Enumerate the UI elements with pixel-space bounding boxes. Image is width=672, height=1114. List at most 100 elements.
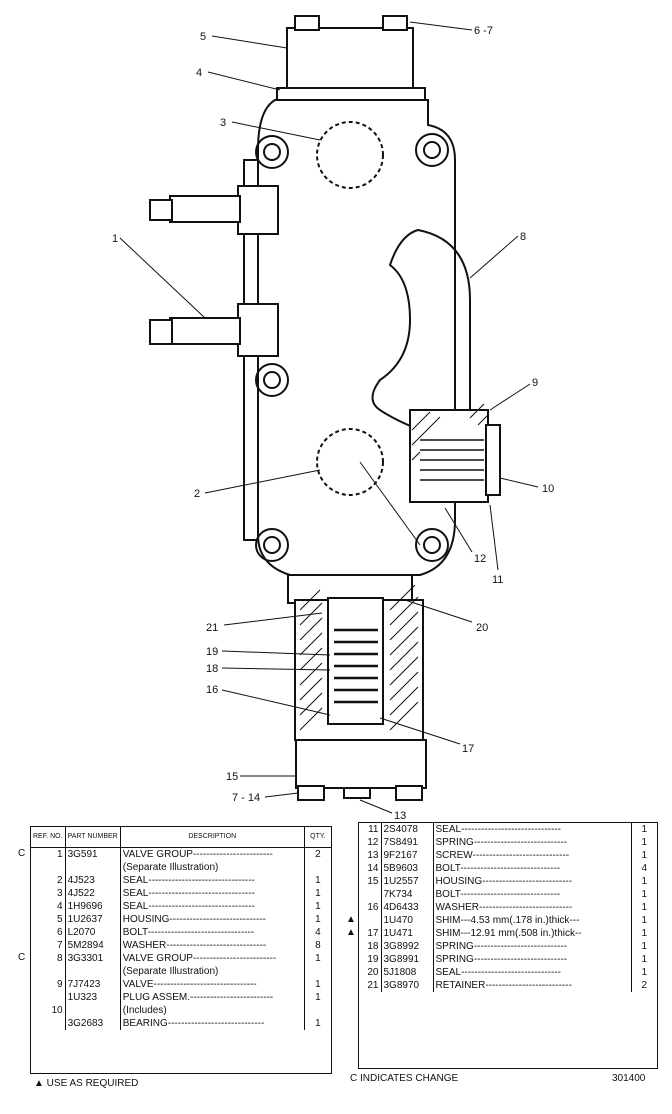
cell-ref: 17 — [359, 927, 382, 940]
cell-part: 4D6433 — [381, 901, 434, 914]
cell-ref: 4 — [31, 900, 66, 913]
callout-7-14: 7 - 14 — [232, 792, 260, 804]
valve-group-8 — [371, 228, 471, 431]
cell-ref — [31, 965, 66, 978]
cell-part: 1U2557 — [381, 875, 434, 888]
fitting-upper — [237, 185, 279, 235]
bottom-bolt-left — [297, 785, 325, 801]
cell-ref: 16 — [359, 901, 382, 914]
cell-part: 5B9603 — [381, 862, 434, 875]
cell-qty: 1 — [315, 901, 321, 912]
spring-bore — [327, 597, 384, 725]
right-table-frame — [358, 822, 658, 1069]
cell-part: 3G591 — [65, 847, 121, 861]
cell-ref: 21 — [359, 979, 382, 992]
cell-qty: 1 — [315, 953, 321, 964]
cell-desc: SEAL-------------------------------- — [120, 874, 305, 887]
boss-ml — [255, 363, 289, 397]
cell-qty: 1 — [315, 875, 321, 886]
cell-desc: SEAL-------------------------------- — [120, 887, 305, 900]
lower-housing-bottom — [295, 739, 427, 789]
cell-qty — [304, 861, 331, 874]
cell-desc: VALVE------------------------------- — [120, 978, 305, 991]
cell-part — [65, 965, 121, 978]
cell-ref — [359, 914, 382, 927]
cell-part: 1H9696 — [65, 900, 121, 913]
callout-10: 10 — [542, 483, 554, 495]
cell-ref: 18 — [359, 940, 382, 953]
callout-4: 4 — [196, 67, 202, 79]
note-indicates-change: C INDICATES CHANGE — [350, 1073, 459, 1084]
cell-ref — [31, 861, 66, 874]
callout-1: 1 — [112, 233, 118, 245]
callout-21: 21 — [206, 622, 218, 634]
cell-desc: SPRING---------------------------- — [433, 953, 632, 966]
cell-desc: VALVE GROUP------------------------- — [120, 952, 305, 965]
exploded-valve-diagram: 1 2 3 4 5 6 -7 8 9 10 11 12 21 20 19 18 … — [112, 15, 554, 822]
callout-11: 11 — [492, 574, 503, 586]
cell-desc: PLUG ASSEM.------------------------- — [120, 991, 305, 1004]
cell-ref: 19 — [359, 953, 382, 966]
cell-qty: 1 — [641, 876, 648, 887]
callout-2: 2 — [194, 488, 200, 500]
side-valve-body — [409, 409, 489, 503]
cell-desc: (Separate Illustration) — [120, 965, 305, 978]
cell-ref: 15 — [359, 875, 382, 888]
table-row: (Separate Illustration) — [31, 861, 331, 874]
side-valve-cap — [485, 424, 501, 496]
cell-desc: (Includes) — [120, 1004, 305, 1017]
cell-desc: HOUSING--------------------------- — [433, 875, 632, 888]
callout-8: 8 — [520, 231, 526, 243]
cell-qty: 4 — [641, 863, 648, 874]
cell-qty: 1 — [641, 837, 648, 848]
cell-part: 4J523 — [65, 874, 121, 887]
table-row: 10(Includes) — [31, 1004, 331, 1017]
cell-ref: 2 — [31, 874, 66, 887]
cell-qty: 1 — [315, 979, 321, 990]
cell-ref: 13 — [359, 849, 382, 862]
cell-desc: SEAL-------------------------------- — [120, 900, 305, 913]
cell-qty — [304, 965, 331, 978]
callout-18: 18 — [206, 663, 218, 675]
cell-part — [65, 1004, 121, 1017]
cell-qty: 1 — [315, 914, 321, 925]
cell-part — [65, 861, 121, 874]
cell-qty: 1 — [641, 915, 648, 926]
cell-qty: 1 — [641, 954, 648, 965]
cell-part: 3G2683 — [65, 1017, 121, 1030]
callout-20: 20 — [476, 622, 488, 634]
cell-ref — [31, 991, 66, 1004]
cell-qty — [304, 1004, 331, 1017]
cell-ref: 14 — [359, 862, 382, 875]
cell-qty: 2 — [315, 849, 321, 860]
callout-12: 12 — [474, 553, 486, 565]
cell-desc: SHIM---12.91 mm(.508 in.)thick-- — [433, 927, 632, 940]
cell-qty: 1 — [641, 928, 648, 939]
cell-part: 5M2894 — [65, 939, 121, 952]
cell-part: 3G8991 — [381, 953, 434, 966]
boss-br — [415, 528, 449, 562]
seal-2 — [316, 428, 384, 496]
cell-part: 3G3301 — [65, 952, 121, 965]
bottom-bolt-right — [395, 785, 423, 801]
cell-part: 5J1808 — [381, 966, 434, 979]
cell-desc: BEARING----------------------------- — [120, 1017, 305, 1030]
cell-desc: WASHER------------------------------ — [120, 939, 305, 952]
note-use-as-required: ▲ USE AS REQUIRED — [34, 1078, 139, 1089]
cell-ref — [31, 1017, 66, 1030]
cell-part: 1U470 — [381, 914, 434, 927]
